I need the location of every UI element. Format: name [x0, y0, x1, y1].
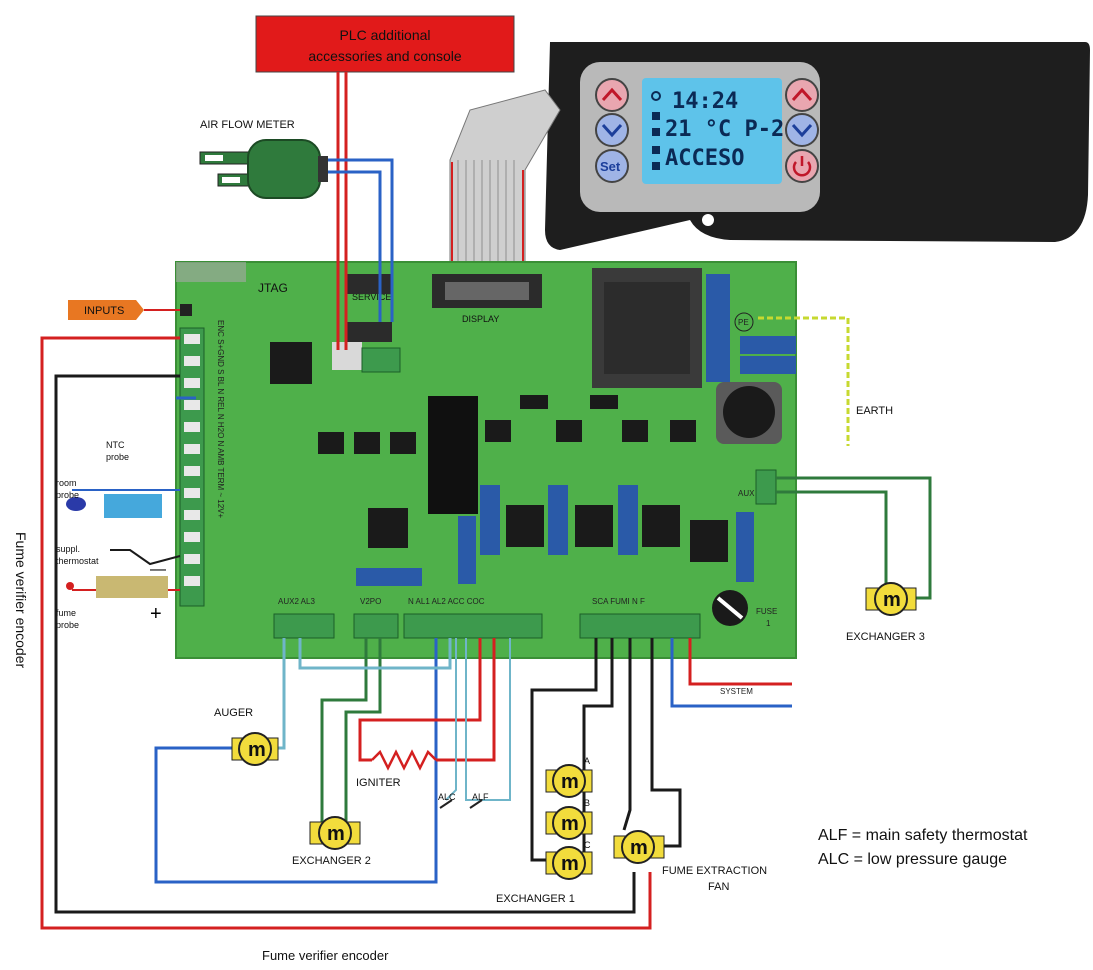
terminal-v2po: [353, 613, 399, 639]
control-board: JTAG SERVICE DISPLAY: [175, 261, 797, 659]
igniter-label: IGNITER: [356, 777, 401, 789]
plc-accessories-box: PLC additional accessories and console: [255, 15, 515, 73]
display-label: DISPLAY: [462, 314, 499, 324]
alf-label: ALF: [472, 792, 489, 802]
fuse-label: FUSE: [756, 607, 777, 616]
exchanger-3-motor-symbol: m: [883, 589, 901, 611]
fume-probe: [66, 576, 168, 598]
suppl-thermostat-text-2: thermostat: [56, 556, 99, 566]
ntc-probe-text-2: probe: [106, 452, 129, 462]
earth-label: EARTH: [856, 405, 893, 417]
room-probe-text-2: probe: [56, 490, 79, 500]
room-probe: [66, 494, 162, 518]
microcontroller: [428, 396, 478, 514]
lcd-line-3: ACCESO: [665, 146, 744, 171]
relay-blue: [706, 274, 730, 382]
service-label: SERVICE: [352, 292, 391, 302]
fume-verifier-encoder-bottom-label: Fume verifier encoder: [262, 948, 389, 963]
chevron-up-icon: [791, 87, 813, 102]
air-flow-meter-label: AIR FLOW METER: [200, 119, 295, 131]
inputs-tag: INPUTS: [68, 300, 192, 320]
exchanger-1b-symbol: m: [561, 813, 579, 835]
fume-extraction-fan-label-2: FAN: [708, 881, 729, 893]
exchanger-1c-symbol: m: [561, 853, 579, 875]
exchanger-3-label: EXCHANGER 3: [846, 631, 925, 643]
up-button-right[interactable]: [785, 78, 819, 112]
chevron-up-icon: [601, 87, 623, 102]
alc-alf-switches: [439, 799, 483, 809]
auger-motor-symbol: m: [248, 739, 266, 761]
igniter-resistor: [371, 749, 437, 771]
chevron-down-icon: [791, 123, 813, 138]
plc-box-line-2: accessories and console: [308, 48, 462, 64]
exchanger-3-motor: m: [865, 582, 917, 616]
left-strip-terminal-names: ENC S+GND S BL N REL N H2O N AMB TERM ~ …: [216, 320, 225, 519]
down-button-left[interactable]: [595, 113, 629, 147]
power-button[interactable]: [785, 149, 819, 183]
air-flow-meter: [199, 139, 328, 199]
exchanger-1-motors: m m m: [545, 764, 593, 880]
lcd-line-2: 21 °C P-2: [665, 117, 784, 142]
motor-a-label: A: [584, 756, 590, 766]
fume-probe-text: fume: [56, 608, 76, 618]
room-probe-text: room: [56, 478, 77, 488]
aux2-al3-label: AUX2 AL3: [278, 597, 315, 606]
motor-b-label: B: [584, 798, 590, 808]
suppl-thermostat-text: suppl.: [56, 544, 80, 554]
inputs-label: INPUTS: [84, 305, 124, 317]
sca-fumi-n-f-label: SCA FUMI N F: [592, 597, 645, 606]
terminal-sca-fumi-n-f: [579, 613, 701, 639]
lcd-icons: [651, 91, 661, 170]
fume-extraction-fan-motor: m: [613, 830, 665, 864]
ntc-probe-text: NTC: [106, 440, 125, 450]
capacitor: [723, 386, 775, 438]
legend-alf: ALF = main safety thermostat: [818, 827, 1028, 844]
exchanger-1-motor-c: m: [545, 846, 593, 880]
auger-motor: m: [231, 732, 279, 766]
down-button-right[interactable]: [785, 113, 819, 147]
fume-fan-motor-symbol: m: [630, 837, 648, 859]
exchanger-1-motor-b: m: [545, 806, 593, 840]
set-button-label: Set: [600, 159, 621, 174]
control-console: 14:24 21 °C P-2 ACCESO Set: [545, 42, 1090, 250]
exchanger-1a-symbol: m: [561, 771, 579, 793]
exchanger-1-label: EXCHANGER 1: [496, 893, 575, 905]
up-button-left[interactable]: [595, 78, 629, 112]
ribbon-cable: [449, 89, 561, 280]
v2po-label: V2PO: [360, 597, 381, 606]
console-indicator: [702, 214, 714, 226]
exchanger-2-label: EXCHANGER 2: [292, 855, 371, 867]
plc-box-line-1: PLC additional: [339, 27, 430, 43]
fume-verifier-encoder-vertical-label: Fume verifier encoder: [13, 532, 29, 669]
legend-alc: ALC = low pressure gauge: [818, 851, 1007, 868]
motor-c-label: C: [584, 840, 591, 850]
minus-sign: —: [150, 561, 166, 578]
fume-probe-text-2: probe: [56, 620, 79, 630]
jtag-label: JTAG: [258, 281, 288, 295]
plus-sign: +: [150, 603, 162, 625]
set-button[interactable]: Set: [595, 149, 629, 183]
auger-label: AUGER: [214, 707, 253, 719]
system-label: SYSTEM: [720, 687, 753, 696]
lcd-line-1: 14:24: [672, 89, 738, 114]
terminal-n-al1-al2-acc-coc: [403, 613, 543, 639]
chip: [270, 342, 312, 384]
exchanger-2-motor-symbol: m: [327, 823, 345, 845]
alc-label: ALC: [438, 792, 456, 802]
service-connector-top: [346, 274, 392, 294]
aux-connector: [755, 469, 777, 505]
fume-extraction-fan-label-1: FUME EXTRACTION: [662, 865, 767, 877]
service-connector-bottom: [346, 322, 392, 342]
exchanger-1-motor-a: m: [545, 764, 593, 798]
lcd-screen: [642, 78, 782, 184]
terminal-aux2-al3: [273, 613, 335, 639]
fuse-number: 1: [766, 619, 771, 628]
n-al1-al2-acc-coc-label: N AL1 AL2 ACC COC: [408, 597, 485, 606]
pe-label: PE: [738, 318, 749, 327]
chevron-down-icon: [601, 123, 623, 138]
power-icon: [792, 161, 812, 177]
aux-label: AUX: [738, 489, 755, 498]
exchanger-2-motor: m: [309, 816, 361, 850]
